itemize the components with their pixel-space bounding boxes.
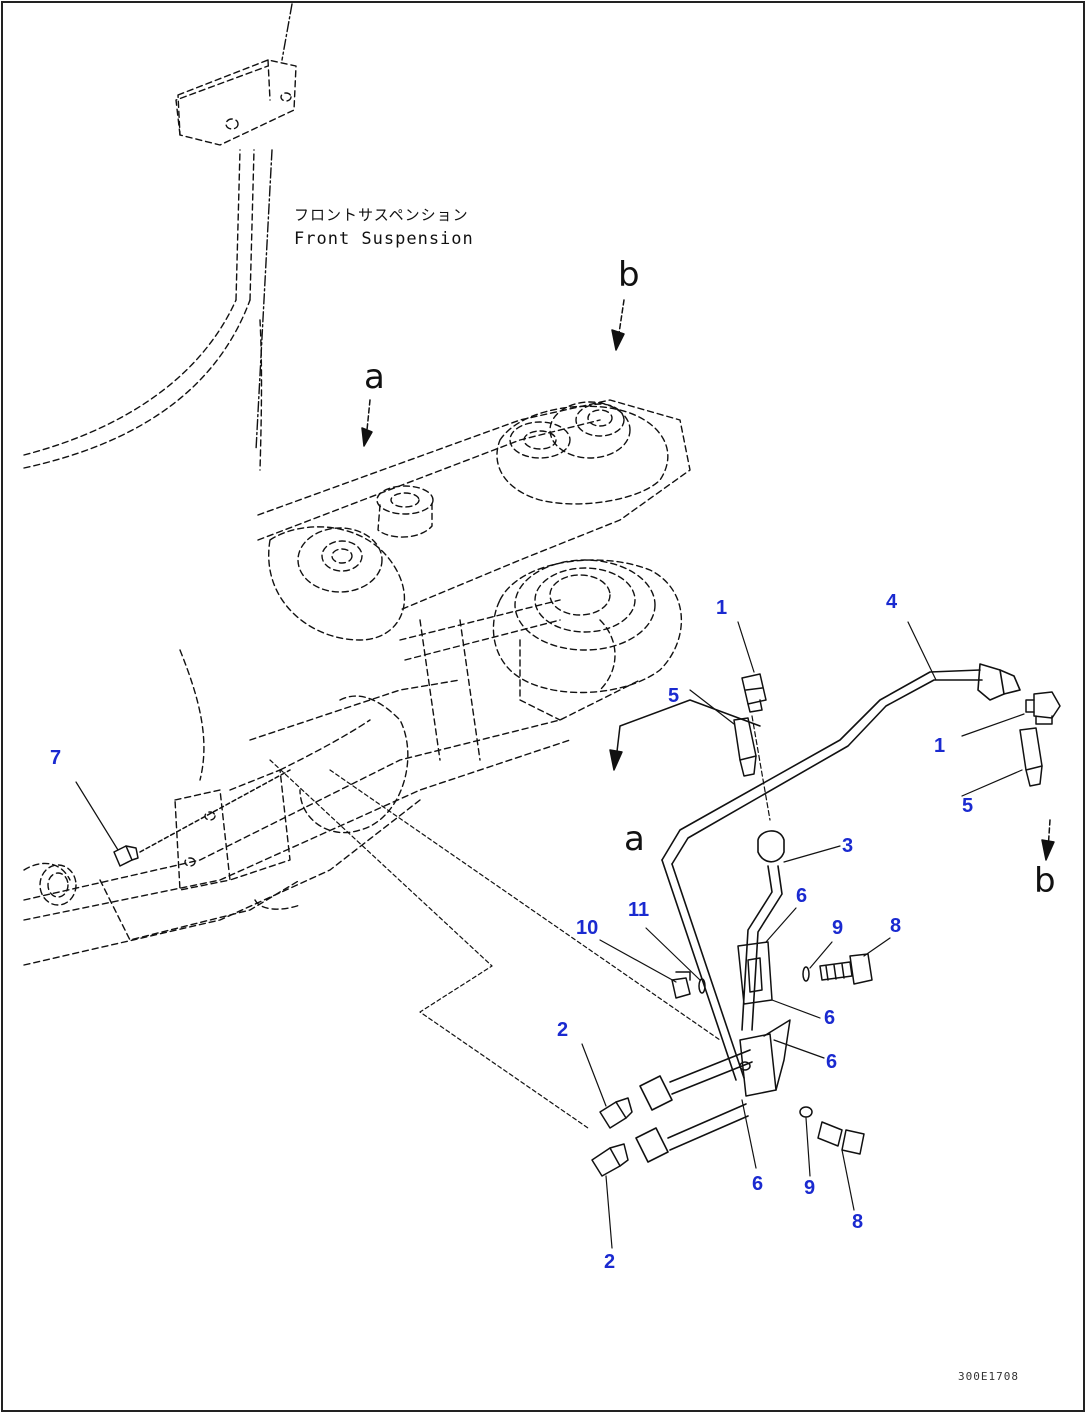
elbow-1-upper: [741, 673, 767, 713]
part-label-8-lower: 8: [852, 1211, 864, 1233]
ref-letter-a-upper: a: [364, 357, 385, 397]
part-label-3: 3: [842, 835, 854, 857]
part-label-6-a: 6: [796, 885, 808, 907]
component-name-jp: フロントサスペンション: [294, 206, 469, 224]
part-label-1-upper: 1: [716, 597, 728, 619]
part-label-11: 11: [628, 899, 650, 921]
bolt-8-lower: [817, 1121, 865, 1155]
part-label-10: 10: [576, 917, 599, 939]
fitting-2-lower: [591, 1143, 629, 1177]
nut-10: [671, 971, 691, 999]
ref-arrow-b-lower: [1041, 819, 1055, 861]
ref-arrow-a-lower: [609, 699, 761, 771]
ref-arrow-a-upper: [361, 399, 373, 447]
part-label-5-left: 5: [668, 685, 680, 707]
part-label-2-upper: 2: [557, 1019, 569, 1041]
part-label-5-right: 5: [962, 795, 974, 817]
grease-fitting-7: [113, 769, 291, 867]
connector-5-right: [1019, 727, 1043, 787]
leader-lines: [75, 621, 1025, 1249]
ref-arrow-b-upper: [611, 299, 625, 351]
tube-3: [741, 830, 785, 1031]
elbow-1-right: [1025, 691, 1061, 725]
part-label-6-c: 6: [826, 1051, 838, 1073]
leader-line-housing: [269, 759, 589, 1129]
part-label-9-upper: 9: [832, 917, 844, 939]
lower-tubes: [635, 1049, 753, 1163]
part-label-4: 4: [886, 591, 898, 613]
part-label-6-b: 6: [824, 1007, 836, 1029]
washer-9-lower: [799, 1106, 813, 1118]
ref-letter-b-upper: b: [618, 255, 640, 295]
tube-4: [661, 663, 1021, 1081]
part-label-7: 7: [50, 747, 62, 769]
ref-letter-b-lower: b: [1034, 861, 1056, 901]
washer-9-upper: [802, 966, 810, 982]
connector-5-upper: [733, 717, 757, 777]
ref-letter-a-lower: a: [624, 819, 645, 859]
fitting-2-upper: [599, 1097, 633, 1129]
component-name-en: Front Suspension: [294, 229, 474, 249]
part-label-9-lower: 9: [804, 1177, 816, 1199]
washer-11: [698, 978, 706, 994]
front-suspension-body: [23, 3, 691, 966]
part-label-8-upper: 8: [890, 915, 902, 937]
drawing-code: 300E1708: [958, 1370, 1019, 1383]
part-label-1-right: 1: [934, 735, 946, 757]
part-label-6-d: 6: [752, 1173, 764, 1195]
bolt-8-upper: [819, 953, 873, 985]
part-label-2-lower: 2: [604, 1251, 616, 1273]
